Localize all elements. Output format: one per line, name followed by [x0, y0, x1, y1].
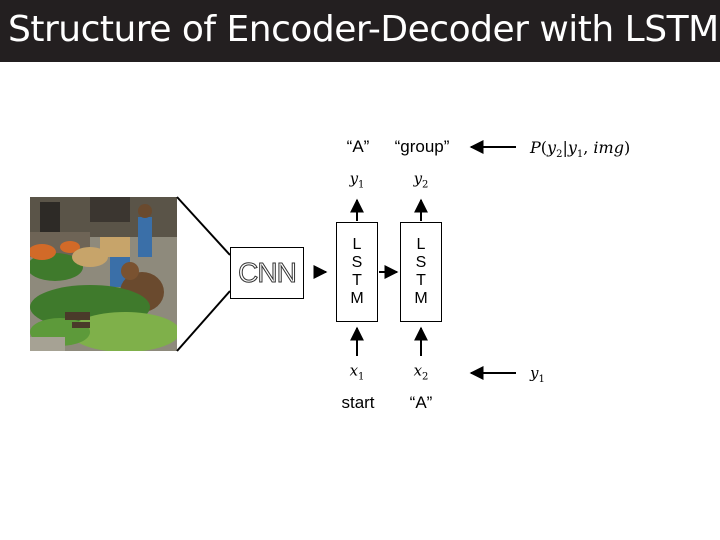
output-word-1: “A” — [346, 137, 370, 156]
lstm-cell-2: L S T M — [400, 222, 442, 322]
output-word-2: “group” — [394, 137, 450, 156]
market-photo — [30, 197, 177, 351]
funnel-top-line — [176, 196, 231, 256]
lstm-letter: S — [351, 254, 363, 271]
output-var-y2: y2 — [413, 169, 429, 191]
input-word-2: “A” — [409, 393, 433, 412]
funnel-bottom-line — [176, 290, 231, 352]
lstm-letter: M — [414, 290, 428, 307]
output-var-y1: y1 — [349, 169, 365, 191]
lstm-letter: T — [416, 272, 426, 289]
lstm-letter: S — [415, 254, 427, 271]
probability-expression: P(y2|y1, img) — [530, 138, 631, 161]
side-input-y1: y1 — [530, 364, 545, 385]
lstm-cell-1: L S T M — [336, 222, 378, 322]
input-var-x2: x2 — [413, 361, 429, 383]
input-word-1: start — [341, 393, 375, 412]
title-bar: Structure of Encoder-Decoder with LSTM — [0, 0, 720, 62]
lstm-letter: T — [352, 272, 362, 289]
lstm-letter: L — [416, 236, 426, 253]
cnn-block: CNN — [230, 247, 304, 299]
input-var-x1: x1 — [349, 361, 365, 383]
lstm-letter: L — [352, 236, 362, 253]
lstm-letter: M — [350, 290, 364, 307]
slide-title: Structure of Encoder-Decoder with LSTM — [8, 9, 719, 50]
cnn-label: CNN — [238, 257, 298, 289]
